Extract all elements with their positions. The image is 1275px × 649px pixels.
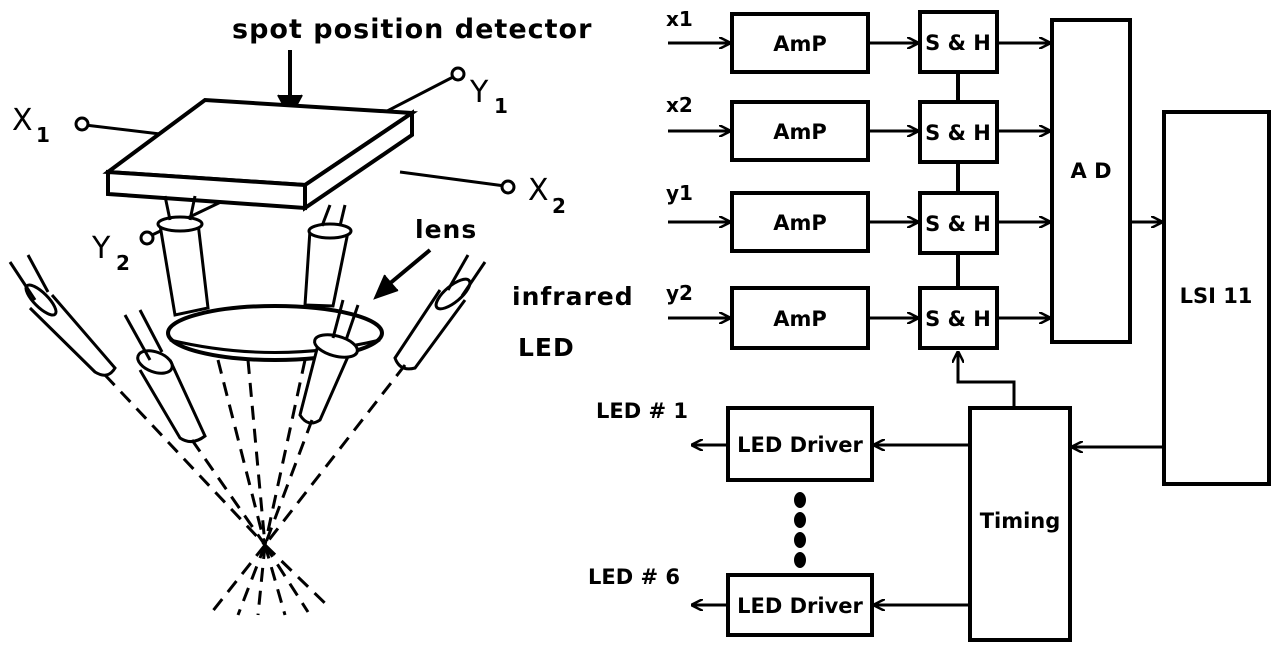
amp-label-y1: AmP xyxy=(773,211,827,235)
sh-label-y1: S & H xyxy=(925,212,991,236)
led-1-label: LED # 1 xyxy=(596,399,688,423)
sh-label-y2: S & H xyxy=(925,307,991,331)
label-x2-sub: 2 xyxy=(552,194,566,218)
terminal-y1 xyxy=(450,66,466,82)
led-driver-label-1: LED Driver xyxy=(737,433,863,457)
infrared-led-1 xyxy=(8,254,117,377)
lens-pointer-head xyxy=(373,274,399,300)
ad-converter-box xyxy=(1050,18,1132,344)
led-driver-box-6 xyxy=(726,573,874,637)
label-x1-sub: 1 xyxy=(36,123,50,147)
label-x2: X xyxy=(528,173,549,208)
label-x1: X xyxy=(12,103,33,138)
infrared-led-3 xyxy=(298,299,360,425)
input-label-x1: x1 xyxy=(666,7,693,31)
label-y2: Y xyxy=(91,231,111,266)
ad-converter-label: A D xyxy=(1071,159,1112,183)
lead-x2 xyxy=(399,170,506,188)
led-driver-label-6: LED Driver xyxy=(737,594,863,618)
label-y1: Y xyxy=(469,75,489,110)
infrared-led-4 xyxy=(393,254,487,371)
infrared-label: infrared xyxy=(512,282,634,311)
led-driver-box-1 xyxy=(726,406,874,482)
label-y2-sub: 2 xyxy=(116,251,130,275)
sh-label-x2: S & H xyxy=(925,121,991,145)
driver-ellipsis xyxy=(794,492,806,568)
terminal-x2 xyxy=(500,179,516,195)
led-label: LED xyxy=(518,333,575,362)
amp-label-x2: AmP xyxy=(773,120,827,144)
amp-box-y2 xyxy=(730,286,870,350)
detector-title: spot position detector xyxy=(232,14,592,45)
amp-box-x2 xyxy=(730,100,870,162)
timing-sh-arrow xyxy=(958,352,1016,408)
terminal-x1 xyxy=(74,116,90,132)
lsi11-label: LSI 11 xyxy=(1180,284,1253,308)
amp-box-x1 xyxy=(730,12,870,74)
amp-label-y2: AmP xyxy=(773,307,827,331)
sh-label-x1: S & H xyxy=(925,31,991,55)
block-diagram: x1 x2 y1 y2 AmP AmP AmP AmP S & H S & H … xyxy=(588,7,1271,642)
sh-box-y2 xyxy=(918,286,999,350)
led-6-label: LED # 6 xyxy=(588,565,680,589)
detector-plate xyxy=(102,97,419,212)
support-legs xyxy=(156,195,353,317)
timing-label: Timing xyxy=(980,509,1061,533)
optical-setup: spot position detector xyxy=(8,14,634,616)
sh-box-x2 xyxy=(918,100,999,164)
amp-box-y1 xyxy=(730,191,870,253)
sh-box-y1 xyxy=(918,191,999,255)
input-label-y2: y2 xyxy=(666,281,693,305)
input-label-x2: x2 xyxy=(666,93,693,117)
timing-box xyxy=(968,406,1072,642)
input-label-y1: y1 xyxy=(666,181,693,205)
label-y1-sub: 1 xyxy=(494,94,508,118)
light-rays xyxy=(103,359,407,616)
amp-label-x1: AmP xyxy=(773,32,827,56)
lsi11-box xyxy=(1162,110,1271,486)
lens-label: lens xyxy=(415,215,477,244)
sh-box-x1 xyxy=(918,10,999,74)
terminal-y2 xyxy=(139,230,155,246)
